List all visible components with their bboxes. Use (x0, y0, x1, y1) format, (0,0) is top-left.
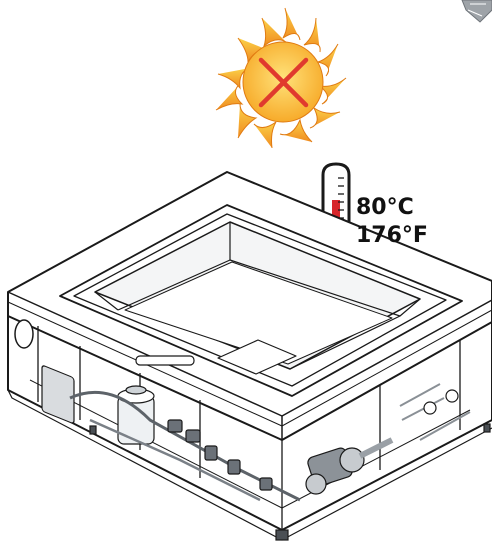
red-x-icon (258, 57, 309, 108)
temperature-fahrenheit: 176°F (356, 223, 428, 248)
temperature-celsius: 80°C (356, 195, 414, 220)
pump-and-plumbing (41, 365, 491, 541)
corner-fragment (461, 0, 492, 23)
